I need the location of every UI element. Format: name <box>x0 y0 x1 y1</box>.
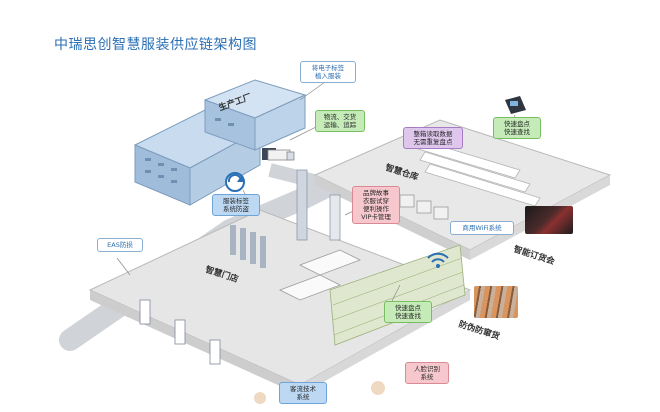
factory-building <box>133 79 307 206</box>
callout-face-id: 人脸识别 系统 <box>405 362 449 384</box>
callout-brand-story: 品牌故事 衣服试穿 便利操作 VIP卡管理 <box>352 186 400 224</box>
callout-warehouse-collect: 整箱读取数据 无需重复盘点 <box>403 127 463 149</box>
callout-tag-alarm: 服装标签 系统防盗 <box>212 194 260 216</box>
callout-fast-count-top: 快速盘点 快速查找 <box>493 117 541 139</box>
diagram-title: 中瑞思创智慧服装供应链架构图 <box>54 37 257 53</box>
truck-icon <box>267 149 295 161</box>
wifi-icon <box>427 252 449 268</box>
callout-people-count: 客流技术 系统 <box>279 382 327 404</box>
clothing-tags-photo <box>474 286 518 318</box>
callout-eas: EAS防损 <box>97 238 143 252</box>
person-icon <box>254 381 385 404</box>
callout-rfid-tag: 将电子标签 植入服装 <box>300 61 356 83</box>
handheld-reader-icon <box>505 96 526 114</box>
callout-wifi: 商用WiFi系统 <box>450 221 514 235</box>
callout-logistics: 物流、交货 运输、追踪 <box>315 110 365 132</box>
callout-fast-count-store: 快速盘点 快速查找 <box>384 301 432 323</box>
tag-tower <box>296 169 341 241</box>
ordering-event-photo <box>525 206 573 234</box>
recycle-icon <box>225 172 245 192</box>
